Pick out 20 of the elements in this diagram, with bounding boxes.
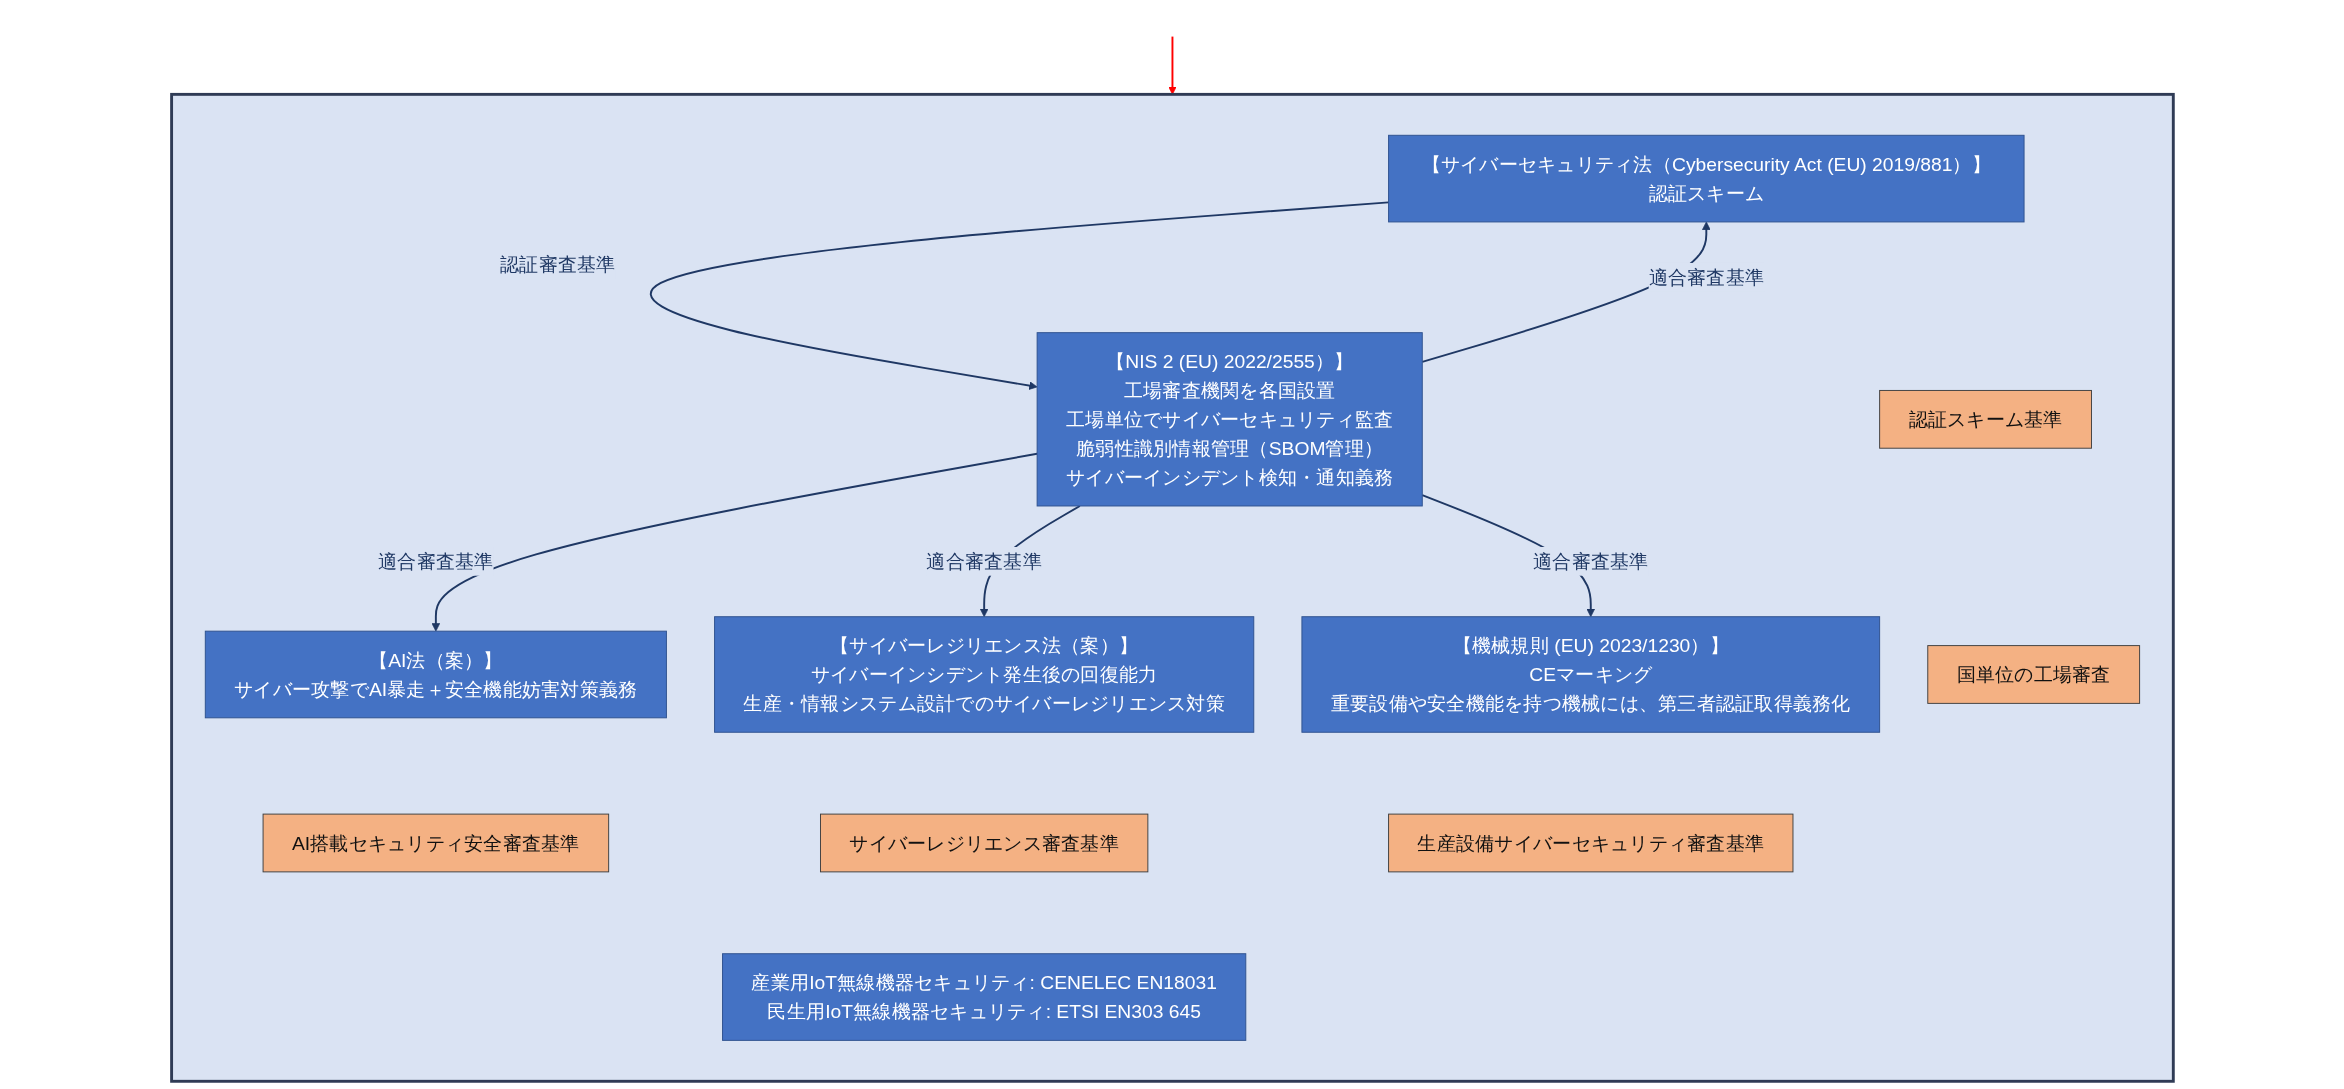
arrow bbox=[650, 201, 1390, 390]
cluster bbox=[169, 92, 2175, 1083]
node-box: 【機械規則 (EU) 2023/1230）】 CEマーキング 重要設備や安全機能を持つ機械には、第三者認証取得義務化 bbox=[1301, 616, 1880, 733]
arrow bbox=[431, 452, 1038, 632]
edge-label: 適合審査基準 bbox=[1648, 266, 1764, 288]
edge-label: 適合審査基準 bbox=[1532, 550, 1649, 572]
edge-label: 認証審査基準 bbox=[499, 253, 616, 276]
node-box: 【サイバーレジリエンス法（案）】 サイバーインシデント発生後の回復能力 生産・情報システム設計でのサイバーレジリエンス対策 bbox=[713, 616, 1254, 733]
node-box: 【AI法（案）】 サイバー攻撃でAI暴走＋安全機能妨害対策義務 bbox=[204, 630, 667, 719]
edge-label: 適合審査基準 bbox=[377, 550, 494, 572]
node-box: 【NIS 2 (EU) 2022/2555）】 工場審査機関を各国設置 工場単位でサイバーセキュリティ監査 脆弱性識別情報管理（SBOM管理） サイバーインシデント検知・通知義務 bbox=[1036, 332, 1423, 507]
node-box: 産業用IoT無線機器セキュリティ: CENELEC EN18031 民生用IoT無線機器セキュリティ: ETSI EN303 645 bbox=[721, 953, 1246, 1041]
node-box: 認証スキーム基準 bbox=[1878, 389, 2092, 449]
node-box: 国単位の工場審査 bbox=[1926, 645, 2140, 704]
arrow bbox=[1167, 35, 1177, 95]
node-box: 【サイバーセキュリティ法（Cybersecurity Act (EU) 2019/881）】認証スキーム bbox=[1387, 134, 2025, 223]
node-box: 生産設備サイバーセキュリティ審査基準 bbox=[1387, 813, 1793, 873]
edge-label: 適合審査基準 bbox=[925, 550, 1042, 572]
node-box: サイバーレジリエンス審査基準 bbox=[819, 813, 1148, 873]
node-box: AI搭載セキュリティ安全審査基準 bbox=[262, 813, 609, 873]
